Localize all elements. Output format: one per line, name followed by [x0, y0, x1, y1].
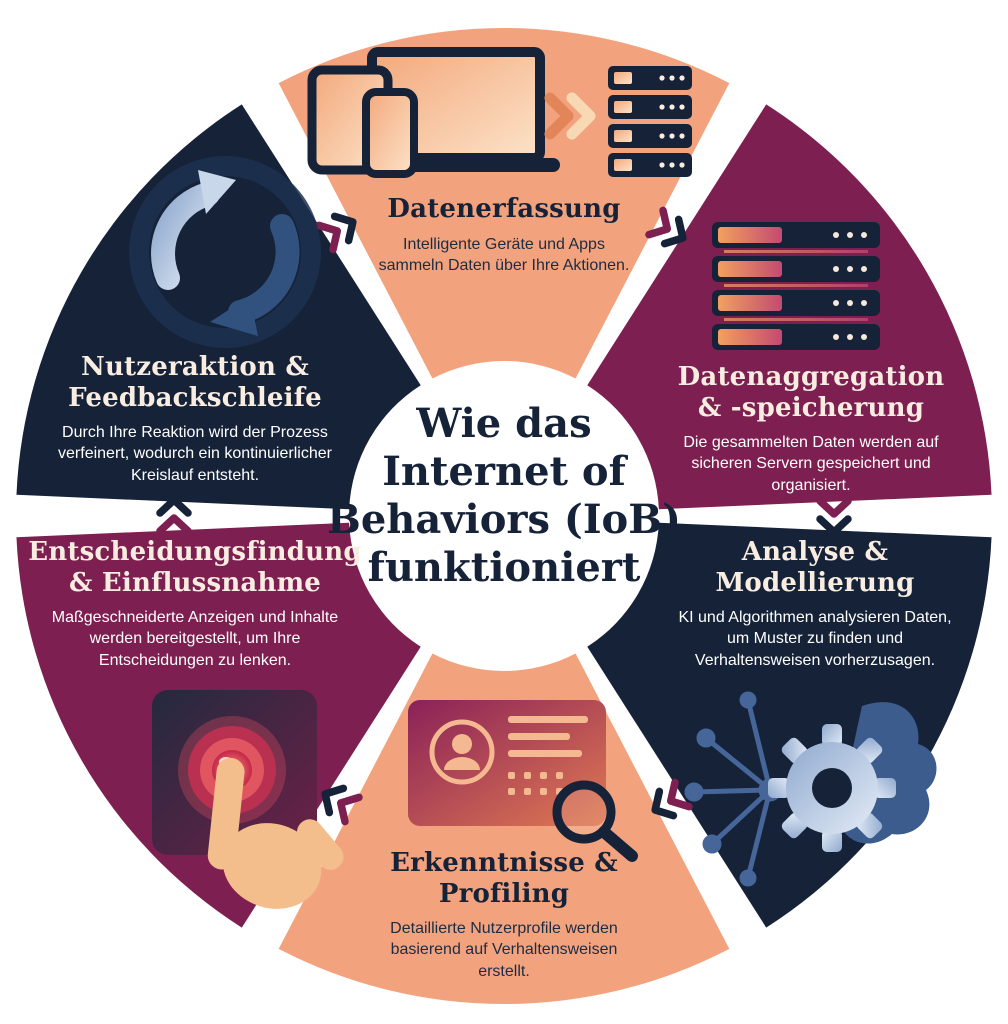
segment-title-line: Datenaggregation [677, 362, 945, 392]
center-title-line: funktioniert [367, 544, 641, 591]
center-title-line: Internet of [382, 448, 626, 495]
segment-title: Datenerfassung [324, 194, 684, 225]
segment-analyse-wedge [587, 522, 992, 928]
profile-magnifier-icon [408, 700, 638, 862]
segment-title-line: Feedbackschleife [68, 382, 322, 413]
segment-title-line: Datenerfassung [387, 194, 621, 224]
ai-gear-network-icon [684, 691, 937, 887]
segment-title: Erkenntnisse & Profiling [334, 848, 674, 909]
segment-title: Datenaggregation & -speicherung [656, 362, 966, 423]
flow-chevron-icon [651, 778, 693, 820]
segment-title: Nutzeraktion & Feedbackschleife [40, 352, 350, 413]
segment-body: Durch Ihre Reaktion wird der Prozess ver… [58, 424, 332, 484]
segment-title: Analyse & Modellierung [662, 537, 968, 598]
segment-body: KI und Algorithmen analysieren Daten, um… [678, 609, 952, 669]
segment-erkenntnisse: Erkenntnisse & Profiling Detaillierte Nu… [334, 848, 674, 982]
segment-title-line: Analyse & [741, 537, 889, 567]
flow-chevron-icon [321, 784, 363, 826]
center-title-line: Wie das [416, 400, 592, 447]
segment-body: Intelligente Geräte und Apps sammeln Dat… [378, 235, 630, 274]
flow-chevron-icon [816, 497, 852, 536]
segment-nutzeraktion-wedge [16, 104, 421, 510]
segment-datenerfassung: Datenerfassung Intelligente Geräte und A… [324, 194, 684, 276]
segment-erkenntnisse-wedge [278, 653, 730, 1004]
segment-title-line: Entscheidungsfindung [28, 537, 362, 567]
segment-body: Detaillierte Nutzerprofile werden basier… [390, 920, 618, 980]
feedback-loop-icon [129, 156, 321, 348]
flow-chevron-icon [156, 496, 192, 535]
segment-title-line: Profiling [438, 878, 570, 909]
segment-title-line: Modellierung [715, 567, 915, 598]
segment-datenaggregation: Datenaggregation & -speicherung Die gesa… [656, 362, 966, 496]
flow-chevron-icon [315, 212, 357, 254]
hand-press-button-icon [152, 690, 344, 909]
segment-title: Entscheidungsfindung & Einflussnahme [20, 537, 370, 598]
server-stack-icon [712, 222, 880, 350]
segment-title-line: & -speicherung [697, 392, 925, 423]
center-title: Wie das Internet of Behaviors (IoB) funk… [254, 400, 754, 592]
segment-title-line: Erkenntnisse & [390, 848, 618, 878]
segment-title-line: Nutzeraktion & [80, 352, 309, 382]
segment-nutzeraktion: Nutzeraktion & Feedbackschleife Durch Ih… [40, 352, 350, 486]
segment-body: Die gesammelten Daten werden auf sichere… [683, 434, 939, 494]
devices-to-server-icon [307, 47, 692, 178]
flow-chevron-icon [645, 206, 687, 248]
segment-entscheidung: Entscheidungsfindung & Einflussnahme Maß… [20, 537, 370, 671]
segment-body: Maßgeschneiderte Anzeigen und Inhalte we… [51, 609, 339, 669]
segment-title-line: & Einflussnahme [68, 567, 322, 598]
segment-analyse: Analyse & Modellierung KI und Algorithme… [662, 537, 968, 671]
center-title-line: Behaviors (IoB) [327, 496, 681, 543]
